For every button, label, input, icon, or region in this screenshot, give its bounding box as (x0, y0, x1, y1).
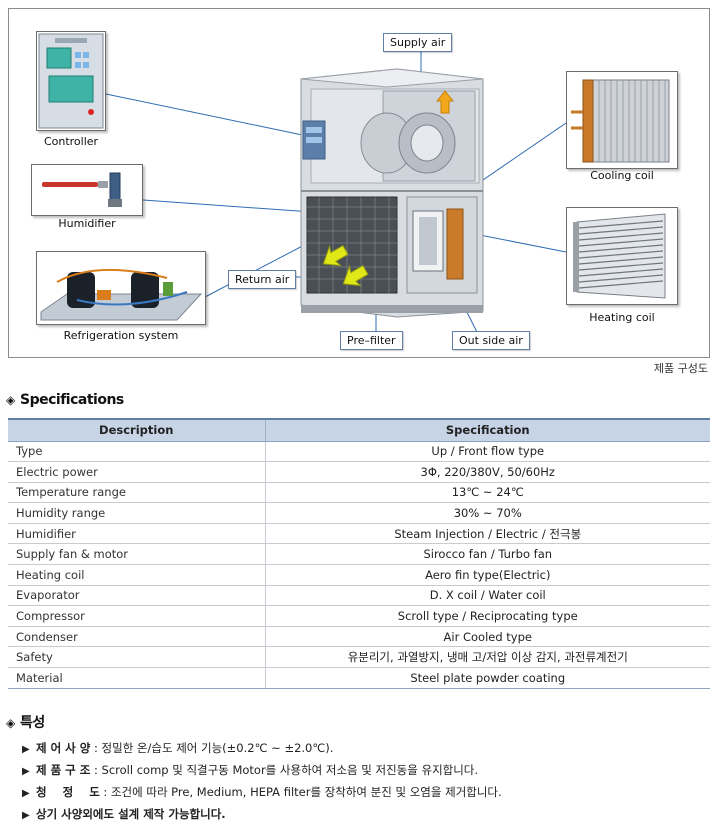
controller-label: Controller (43, 135, 99, 148)
row-description: Humidity range (8, 502, 266, 524)
triangle-bullet-icon: ▶ (22, 810, 30, 821)
controller-box (36, 31, 106, 131)
row-specification: D. X coil / Water coil (265, 585, 710, 607)
feature-key: 제 품 구 조 (36, 763, 91, 777)
row-specification: 30% ~ 70% (265, 502, 710, 524)
row-specification: Steam Injection / Electric / 전극봉 (265, 523, 710, 545)
row-description: Condenser (8, 626, 266, 648)
row-specification: Aero fin type(Electric) (265, 564, 710, 586)
heating-coil-icon (573, 213, 666, 299)
features-list: ▶제 어 사 양 : 정밀한 온/습도 제어 기능(±0.2℃ ~ ±2.0℃)… (22, 738, 502, 826)
feature-key: 제 어 사 양 (36, 741, 91, 755)
feature-text: 정밀한 온/습도 제어 기능(±0.2℃ ~ ±2.0℃). (101, 741, 334, 755)
list-item: ▶청 정 도 : 조건에 따라 Pre, Medium, HEPA filter… (22, 782, 502, 804)
triangle-bullet-icon: ▶ (22, 766, 30, 777)
heating-coil-label: Heating coil (589, 311, 655, 324)
cooling-coil-label: Cooling coil (590, 169, 654, 182)
list-item: ▶ 상기 사양외에도 설계 제작 가능합니다. (22, 804, 502, 826)
return-air-tag: Return air (228, 270, 297, 289)
list-item: ▶제 어 사 양 : 정밀한 온/습도 제어 기능(±0.2℃ ~ ±2.0℃)… (22, 738, 502, 760)
row-specification: Air Cooled type (265, 626, 710, 648)
row-description: Type (8, 441, 266, 463)
refrigeration-box (36, 251, 206, 325)
row-specification: 13℃ ~ 24℃ (265, 482, 710, 504)
row-description: Temperature range (8, 482, 266, 504)
feature-text: 조건에 따라 Pre, Medium, HEPA filter를 장착하여 분진… (110, 785, 502, 799)
diamond-bullet-icon: ◈ (6, 716, 15, 730)
features-title: 특성 (20, 715, 45, 731)
diagram-caption: 제품 구성도 (653, 362, 708, 375)
row-specification: Up / Front flow type (265, 441, 710, 463)
table-header-row: Description Specification (8, 418, 710, 442)
humidifier-label: Humidifier (58, 217, 116, 230)
humidifier-box (31, 164, 143, 216)
row-description: Humidifier (8, 523, 266, 545)
row-specification: 유분리기, 과열방지, 냉매 고/저압 이상 감지, 과전류계전기 (265, 646, 710, 669)
feature-note: 상기 사양외에도 설계 제작 가능합니다. (36, 807, 226, 821)
row-description: Safety (8, 646, 266, 669)
row-description: Heating coil (8, 564, 266, 586)
humidifier-icon (42, 172, 122, 207)
feature-key: 청 정 도 (36, 785, 100, 799)
row-description: Electric power (8, 461, 266, 483)
heating-coil-box (566, 207, 678, 305)
specifications-heading: ◈ Specifications (6, 392, 124, 408)
feature-text: Scroll comp 및 직결구동 Motor를 사용하여 저소음 및 저진동… (101, 763, 479, 777)
controller-panel-icon (38, 33, 104, 129)
product-diagram: Controller Humidifier Refrigeration syst… (8, 8, 710, 358)
outside-air-tag: Out side air (452, 331, 530, 350)
row-description: Material (8, 667, 266, 689)
row-specification: 3Φ, 220/380V, 50/60Hz (265, 461, 710, 483)
supply-air-tag: Supply air (383, 33, 453, 52)
row-description: Compressor (8, 605, 266, 627)
triangle-bullet-icon: ▶ (22, 744, 30, 755)
refrigeration-system-icon (40, 268, 203, 321)
features-heading: ◈ 특성 (6, 712, 45, 732)
cooling-coil-box (566, 71, 678, 169)
row-description: Evaporator (8, 585, 266, 607)
row-specification: Steel plate powder coating (265, 667, 710, 689)
refrigeration-label: Refrigeration system (63, 329, 179, 342)
pre-filter-tag: Pre–filter (340, 331, 403, 350)
specifications-title: Specifications (20, 392, 124, 408)
row-specification: Scroll type / Reciprocating type (265, 605, 710, 627)
hvac-unit-illustration (300, 68, 484, 318)
column-header-description: Description (8, 418, 266, 442)
row-description: Supply fan & motor (8, 543, 266, 566)
column-header-specification: Specification (265, 418, 710, 442)
diamond-bullet-icon: ◈ (6, 393, 15, 407)
row-specification: Sirocco fan / Turbo fan (265, 543, 710, 566)
list-item: ▶제 품 구 조 : Scroll comp 및 직결구동 Motor를 사용하… (22, 760, 502, 782)
cooling-coil-icon (571, 79, 670, 163)
triangle-bullet-icon: ▶ (22, 788, 30, 799)
